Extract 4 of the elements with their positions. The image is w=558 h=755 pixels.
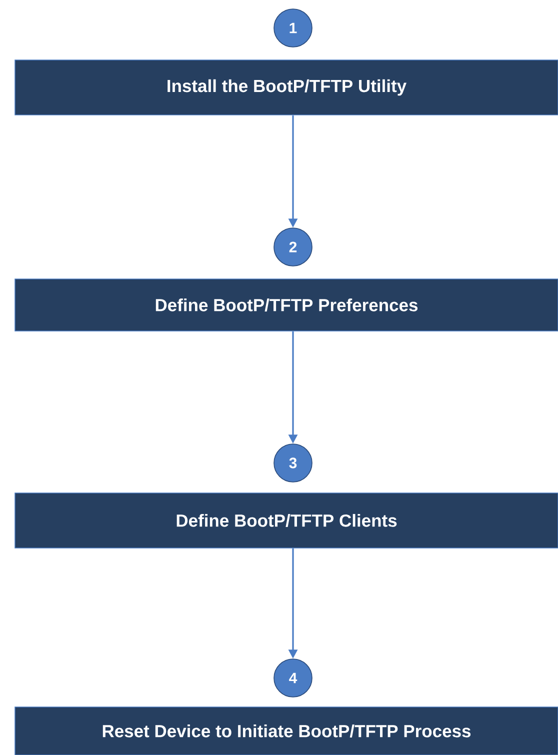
step-bar: Define BootP/TFTP Clients [14, 492, 558, 548]
step-bar: Install the BootP/TFTP Utility [14, 60, 558, 116]
step-bar: Reset Device to Initiate BootP/TFTP Process [14, 706, 558, 755]
step-bar: Define BootP/TFTP Preferences [14, 278, 558, 332]
